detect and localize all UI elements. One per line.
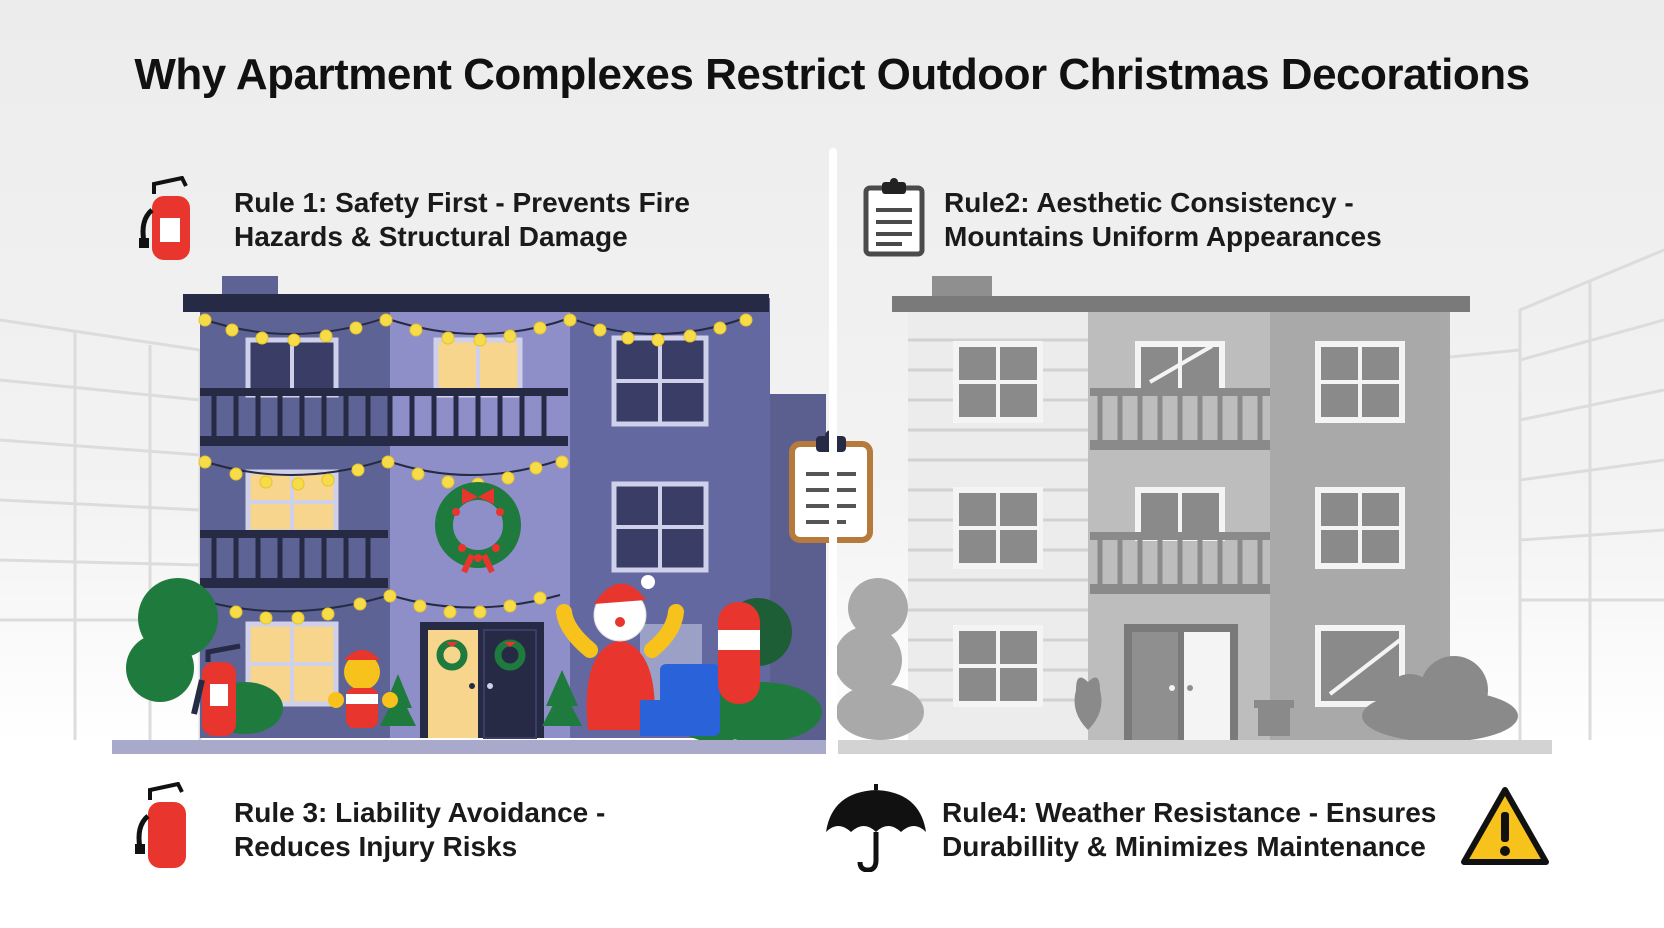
rule-2-line-2: Mountains Uniform Appearances [944,221,1382,252]
panel-divider [829,148,837,758]
right-ground [838,740,1552,754]
fire-extinguisher-decoration [191,643,241,736]
fire-extinguisher-icon [132,781,192,875]
rule-4-line-1: Rule4: Weather Resistance - Ensures [942,797,1437,828]
clipboard-icon [862,178,926,263]
rule-3-line-2: Reduces Injury Risks [234,831,518,862]
left-ground [112,740,826,754]
balcony-lower [200,530,388,588]
umbrella-icon [824,782,928,877]
page-title: Why Apartment Complexes Restrict Outdoor… [134,50,1530,99]
bear-figure [328,650,398,728]
rule-3-line-1: Rule 3: Liability Avoidance - [234,797,606,828]
rule-4-text: Rule4: Weather Resistance - Ensures Dura… [942,796,1436,864]
plain-building [892,276,1470,740]
warning-icon [1460,786,1550,873]
balcony-upper [200,388,568,446]
wreath [435,482,521,574]
rule-2-line-1: Rule2: Aesthetic Consistency - [944,187,1354,218]
plain-balcony-upper [1090,388,1270,450]
rule-3-text: Rule 3: Liability Avoidance - Reduces In… [234,796,605,864]
rule-1-line-2: Hazards & Structural Damage [234,221,628,252]
snowman-inflatable [556,575,684,730]
rule-2-text: Rule2: Aesthetic Consistency - Mountains… [944,186,1382,254]
rule-4-line-2: Durabillity & Minimizes Maintenance [942,831,1426,862]
fire-extinguisher-icon [136,175,196,267]
rule-1-text: Rule 1: Safety First - Prevents Fire Haz… [234,186,690,254]
plain-balcony-lower [1090,532,1270,594]
rule-1-line-1: Rule 1: Safety First - Prevents Fire [234,187,690,218]
plain-shrubs [834,578,1518,742]
gift-boxes [640,602,760,736]
